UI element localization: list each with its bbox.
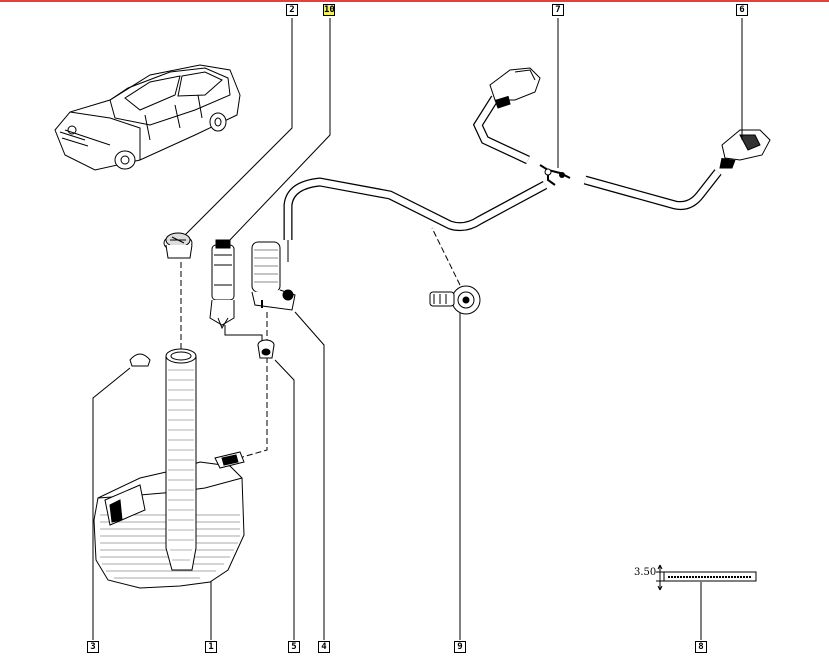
right-washer-jet (719, 129, 771, 169)
callout-9[interactable]: 9 (454, 641, 466, 653)
car-illustration (54, 64, 241, 171)
hose-length-sample (656, 564, 757, 591)
callout-2[interactable]: 2 (286, 4, 298, 16)
blanking-plug (129, 353, 151, 367)
washer-pump-twin (251, 241, 296, 311)
washer-pump (209, 239, 235, 330)
callout-5[interactable]: 5 (288, 641, 300, 653)
callout-10[interactable]: 10 (323, 4, 335, 16)
callout-7[interactable]: 7 (552, 4, 564, 16)
grommet (257, 339, 275, 359)
left-washer-jet (489, 67, 541, 109)
t-connector (539, 164, 571, 186)
callout-1[interactable]: 1 (205, 641, 217, 653)
wiring (224, 325, 263, 345)
filler-cap (163, 232, 193, 259)
leader-lines (92, 18, 743, 640)
callout-8[interactable]: 8 (695, 641, 707, 653)
callout-6[interactable]: 6 (736, 4, 748, 16)
callout-4[interactable]: 4 (318, 641, 330, 653)
washer-reservoir (93, 348, 245, 589)
washer-hoses (283, 95, 722, 262)
top-rule (0, 0, 829, 2)
dimension-label: 3.50 (634, 567, 657, 578)
callout-3[interactable]: 3 (87, 641, 99, 653)
hose-clip (429, 285, 481, 315)
